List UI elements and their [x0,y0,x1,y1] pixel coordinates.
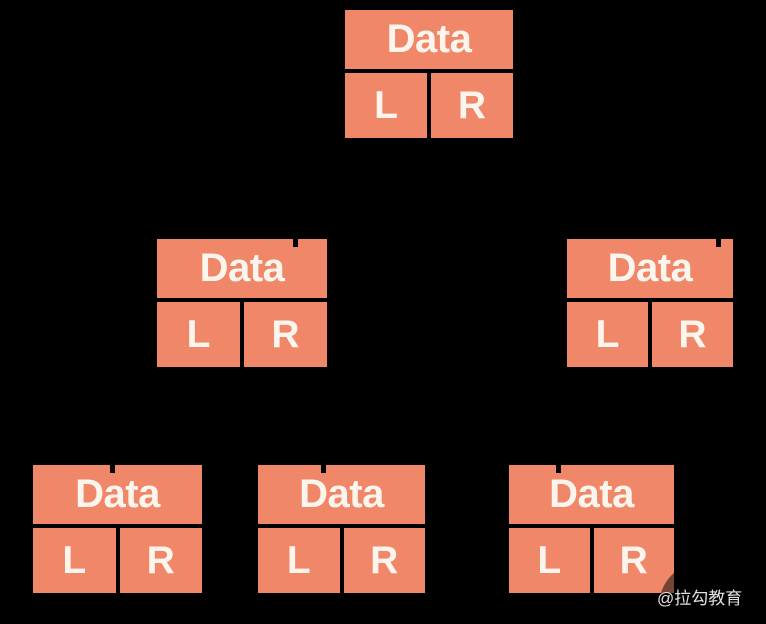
node-left-pointer-cell: L [258,528,340,593]
connector-arrow-tip [293,239,298,247]
connector-arrow-tip [716,239,721,247]
node-pointer-row: L R [33,528,202,593]
node-data-cell: Data [33,465,202,524]
node-pointer-row: L R [157,302,327,367]
node-data-cell: Data [567,239,733,298]
node-data-cell: Data [258,465,425,524]
connector-arrow-tip [321,465,326,473]
node-right-pointer-cell: R [593,528,674,593]
watermark-logo-circle [659,562,747,624]
node-pointer-row: L R [258,528,425,593]
tree-node-leaf-1: Data L R [33,465,202,593]
connector-arrow-tip [110,465,115,473]
node-left-pointer-cell: L [157,302,240,367]
node-left-pointer-cell: L [567,302,648,367]
tree-node-root: Data L R [345,10,513,138]
node-pointer-row: L R [509,528,674,593]
node-right-pointer-cell: R [652,302,733,367]
tree-node-left-child: Data L R [157,239,327,367]
node-data-cell: Data [345,10,513,69]
node-left-pointer-cell: L [345,73,427,138]
node-data-cell: Data [157,239,327,298]
node-left-pointer-cell: L [509,528,590,593]
tree-node-right-child: Data L R [567,239,733,367]
connector-arrow-tip [556,465,561,473]
node-pointer-row: L R [567,302,733,367]
tree-node-leaf-2: Data L R [258,465,425,593]
node-right-pointer-cell: R [343,528,425,593]
node-pointer-row: L R [345,73,513,138]
node-data-cell: Data [509,465,674,524]
watermark-text: @拉勾教育 [657,589,743,608]
node-right-pointer-cell: R [119,528,202,593]
tree-node-leaf-3: Data L R [509,465,674,593]
node-left-pointer-cell: L [33,528,116,593]
node-right-pointer-cell: R [431,73,513,138]
node-right-pointer-cell: R [244,302,327,367]
